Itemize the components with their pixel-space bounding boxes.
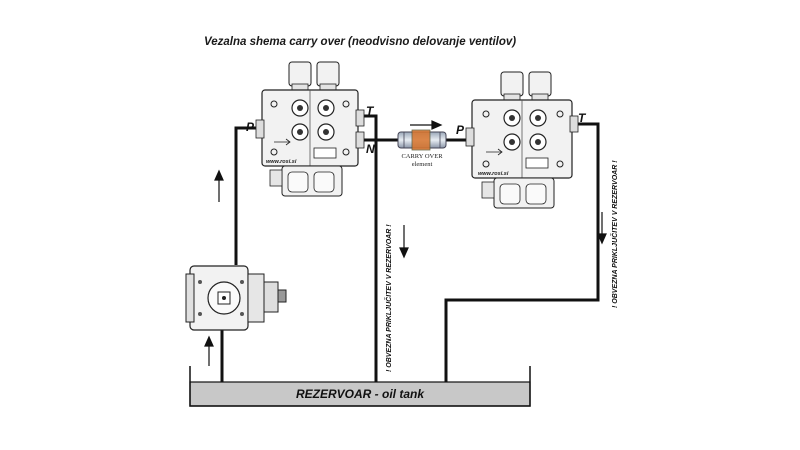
- arrow-up-suction: [204, 335, 214, 366]
- carry-over-label-line2: element: [412, 161, 433, 168]
- valve1-return-line: [362, 114, 378, 382]
- valve2-brand: www.rosi.si: [478, 171, 509, 177]
- pressure-line: [234, 126, 258, 265]
- carry-over-element: CARRY OVER element: [397, 129, 447, 168]
- valve1-brand: www.rosi.si: [266, 159, 297, 165]
- arrow-down-return2: [597, 212, 607, 245]
- tank-label: REZERVOAR - oil tank: [296, 387, 425, 401]
- hydraulic-lines: [220, 114, 600, 382]
- arrow-down-return1: [399, 225, 409, 259]
- flow-arrows: [204, 120, 607, 366]
- arrow-up-pressure: [214, 169, 224, 202]
- arrow-right-carry-over: [410, 120, 443, 130]
- valve1-n-label: N: [366, 142, 375, 156]
- tank-walls: [189, 366, 531, 407]
- oil-tank: REZERVOAR - oil tank: [189, 366, 531, 407]
- diagram-title: Vezalna shema carry over (neodvisno delo…: [204, 36, 517, 48]
- carry-over-label-line1: CARRY OVER: [401, 153, 443, 160]
- valve2-p-label: P: [456, 123, 465, 137]
- return-note-valve2: ! OBVEZNA PRIKLJUČITEV V REZERVOAR !: [610, 160, 619, 308]
- return-note-valve1: ! OBVEZNA PRIKLJUČITEV V REZERVOAR !: [384, 224, 393, 372]
- valve1-p-label: P: [246, 120, 255, 134]
- valve1-t-label: T: [366, 104, 375, 118]
- valve2-t-label: T: [578, 111, 587, 125]
- hydraulic-pump: [185, 265, 287, 331]
- valve2-return-line: [444, 122, 600, 382]
- control-valve-2: www.rosi.si: [465, 71, 579, 209]
- control-valve-1: www.rosi.si: [255, 61, 365, 197]
